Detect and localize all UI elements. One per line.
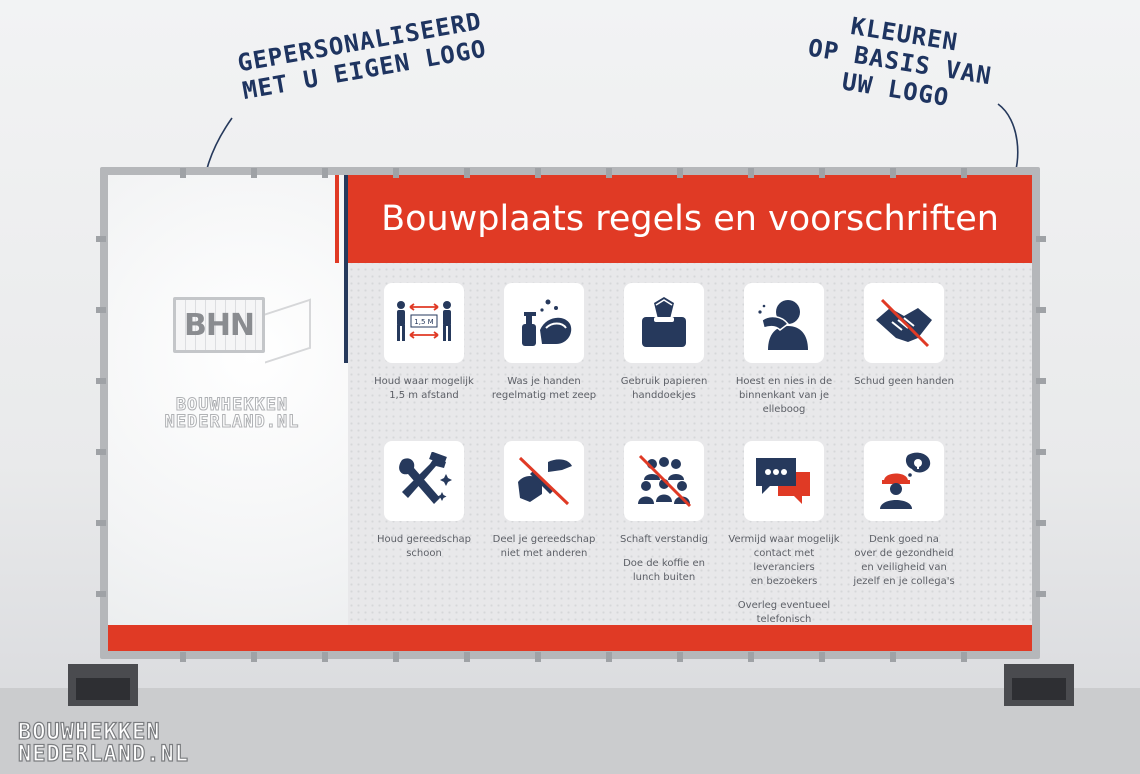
fence-clip [464,652,470,662]
fence-clip [1036,591,1046,597]
fence-banner: BHN BOUWHEKKEN NEDERLAND.NL Bouwplaats r… [108,175,1032,651]
fence-clip [748,168,754,178]
rule-tile-tissues: Gebruik papieren handdoekjes [604,283,724,403]
fence-clip [96,307,106,313]
fence-clip [96,520,106,526]
rule-tile-distance: 1,5 M Houd waar mogelijk 1,5 m afstand [364,283,484,403]
fence-clip [535,652,541,662]
rule-tile-contact: Vermijd waar mogelijk contact met levera… [724,441,844,627]
rule-tile-think: Denk goed na over de gezondheid en veili… [844,441,964,589]
logo-mark: BHN [183,307,255,343]
rule-text-contact-2: Overleg eventueel telefonisch [737,600,831,625]
fence-clip [890,652,896,662]
rule-tile-tools: Houd gereedschap schoon [364,441,484,561]
ground [0,688,1140,774]
fence-clip [1036,236,1046,242]
rule-text-no-handshake: Schud geen handen [854,376,954,387]
rule-text-contact: Vermijd waar mogelijk contact met levera… [728,534,840,587]
fence-clip [535,168,541,178]
rules-panel: Bouwplaats regels en voorschriften 1,5 M [348,175,1032,625]
fence-clip [1036,378,1046,384]
rule-text-no-sharing: Deel je gereedschap niet met anderen [492,534,596,559]
wash-hands-icon [522,299,572,346]
rule-text-break-2: Doe de koffie en lunch buiten [623,558,705,583]
rule-text-think: Denk goed na over de gezondheid en veili… [853,534,955,587]
fence-clip [819,652,825,662]
brand-name-line1: BOUWHEKKEN [175,395,289,416]
fence-clip [677,168,683,178]
rule-text-cough: Hoest en nies in de binnenkant van je el… [735,376,833,415]
rule-text-tools: Houd gereedschap schoon [376,534,472,559]
banner-title: Bouwplaats regels en voorschriften [381,199,999,239]
no-group-icon [638,454,692,508]
rule-tile-no-handshake: Schud geen handen [844,283,964,389]
fence-clip [96,591,106,597]
rule-tile-break: Schaft verstandig Doe de koffie en lunch… [604,441,724,585]
footer-brand: BOUWHEKKEN NEDERLAND.NL [17,720,189,767]
fence-clip [180,168,186,178]
logo-panel: BHN BOUWHEKKEN NEDERLAND.NL [108,175,348,625]
fence-clip [748,652,754,662]
fence-clip [96,236,106,242]
fence-clip [1036,307,1046,313]
fence-clip [819,168,825,178]
fence-clip [251,168,257,178]
worker-think-icon [880,452,931,509]
distance-label: 1,5 M [414,318,433,326]
chat-icon [756,458,810,504]
tissue-box-icon [642,297,686,347]
accent-bar-red [335,175,339,263]
cough-elbow-icon [758,300,808,350]
fence-clip [96,378,106,384]
title-band: Bouwplaats regels en voorschriften [348,175,1032,263]
fence-clip [464,168,470,178]
fence-clip [961,652,967,662]
no-handshake-icon [876,298,932,348]
fence-clip [322,652,328,662]
fence-clip [606,652,612,662]
rule-tile-wash-hands: Was je handen regelmatig met zeep [484,283,604,403]
brand-name-line2: NEDERLAND.NL [164,412,300,433]
rule-text-tissues: Gebruik papieren handdoekjes [620,376,708,401]
footer-brand-line2: NEDERLAND.NL [17,742,189,767]
fence-clip [393,168,399,178]
rule-text-break: Schaft verstandig [619,534,708,545]
footer-brand-line1: BOUWHEKKEN [17,720,161,745]
no-sharing-tools-icon [518,456,572,506]
callout-personalized: GEPERSONALISEERD MET U EIGEN LOGO [219,4,504,108]
fence-clip [251,652,257,662]
fence-foot-right [1004,664,1074,706]
fence-clip [890,168,896,178]
rule-text-distance: Houd waar mogelijk 1,5 m afstand [374,376,474,401]
fence-clip [961,168,967,178]
fence-clip [677,652,683,662]
rule-tile-no-sharing: Deel je gereedschap niet met anderen [484,441,604,561]
fence-clip [180,652,186,662]
distance-icon: 1,5 M [397,301,451,341]
fence-clip [96,449,106,455]
rule-text-wash-hands: Was je handen regelmatig met zeep [491,376,597,401]
fence-clip [1036,520,1046,526]
fence-clip [393,652,399,662]
accent-bar-navy [344,175,348,363]
fence-clip [606,168,612,178]
fence-clip [322,168,328,178]
fence-foot-left [68,664,138,706]
fence-clip [1036,449,1046,455]
tools-icon [399,452,452,504]
bottom-band [108,625,1032,651]
callout-colors: KLEUREN OP BASIS VAN UW LOGO [795,5,1006,119]
bhn-logo: BHN [173,297,265,353]
rule-tile-cough: Hoest en nies in de binnenkant van je el… [724,283,844,417]
